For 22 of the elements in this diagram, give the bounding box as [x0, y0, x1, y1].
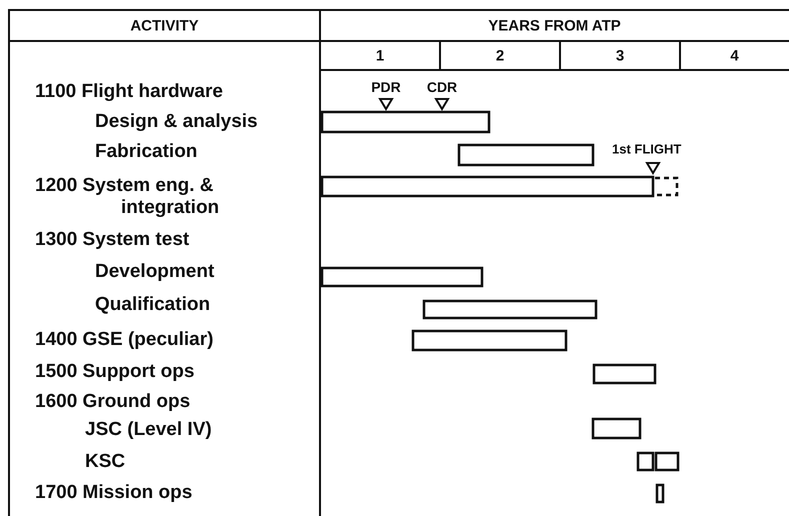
- milestone-label: PDR: [370, 78, 402, 96]
- year-number: 3: [614, 47, 626, 65]
- activity-name: 1600 Ground ops: [35, 391, 190, 413]
- activity-name: 1700 Mission ops: [35, 482, 192, 504]
- activity-name: 1100 Flight hardware: [35, 81, 223, 103]
- activity-name: 1500 Support ops: [35, 361, 194, 383]
- milestone-label: 1st FLIGHT: [612, 142, 682, 158]
- year-number: 4: [729, 47, 740, 65]
- year-number: 1: [374, 47, 386, 65]
- activity-name: KSC: [85, 451, 126, 473]
- year-number: 2: [494, 47, 506, 65]
- activity-name: Design & analysis: [95, 111, 258, 133]
- activity-name: 1300 System test: [35, 229, 190, 251]
- activity-name: Qualification: [95, 294, 210, 316]
- activity-name: Fabrication: [95, 141, 198, 163]
- activity-name: JSC (Level IV): [85, 419, 212, 441]
- activity-name: 1200 System eng. & integration: [35, 175, 220, 219]
- activity-name: 1400 GSE (peculiar): [35, 329, 214, 351]
- milestone-label: CDR: [426, 78, 458, 96]
- activity-name: Development: [95, 261, 214, 283]
- column-header: YEARS FROM ATP: [487, 17, 622, 35]
- column-header: ACTIVITY: [129, 17, 200, 35]
